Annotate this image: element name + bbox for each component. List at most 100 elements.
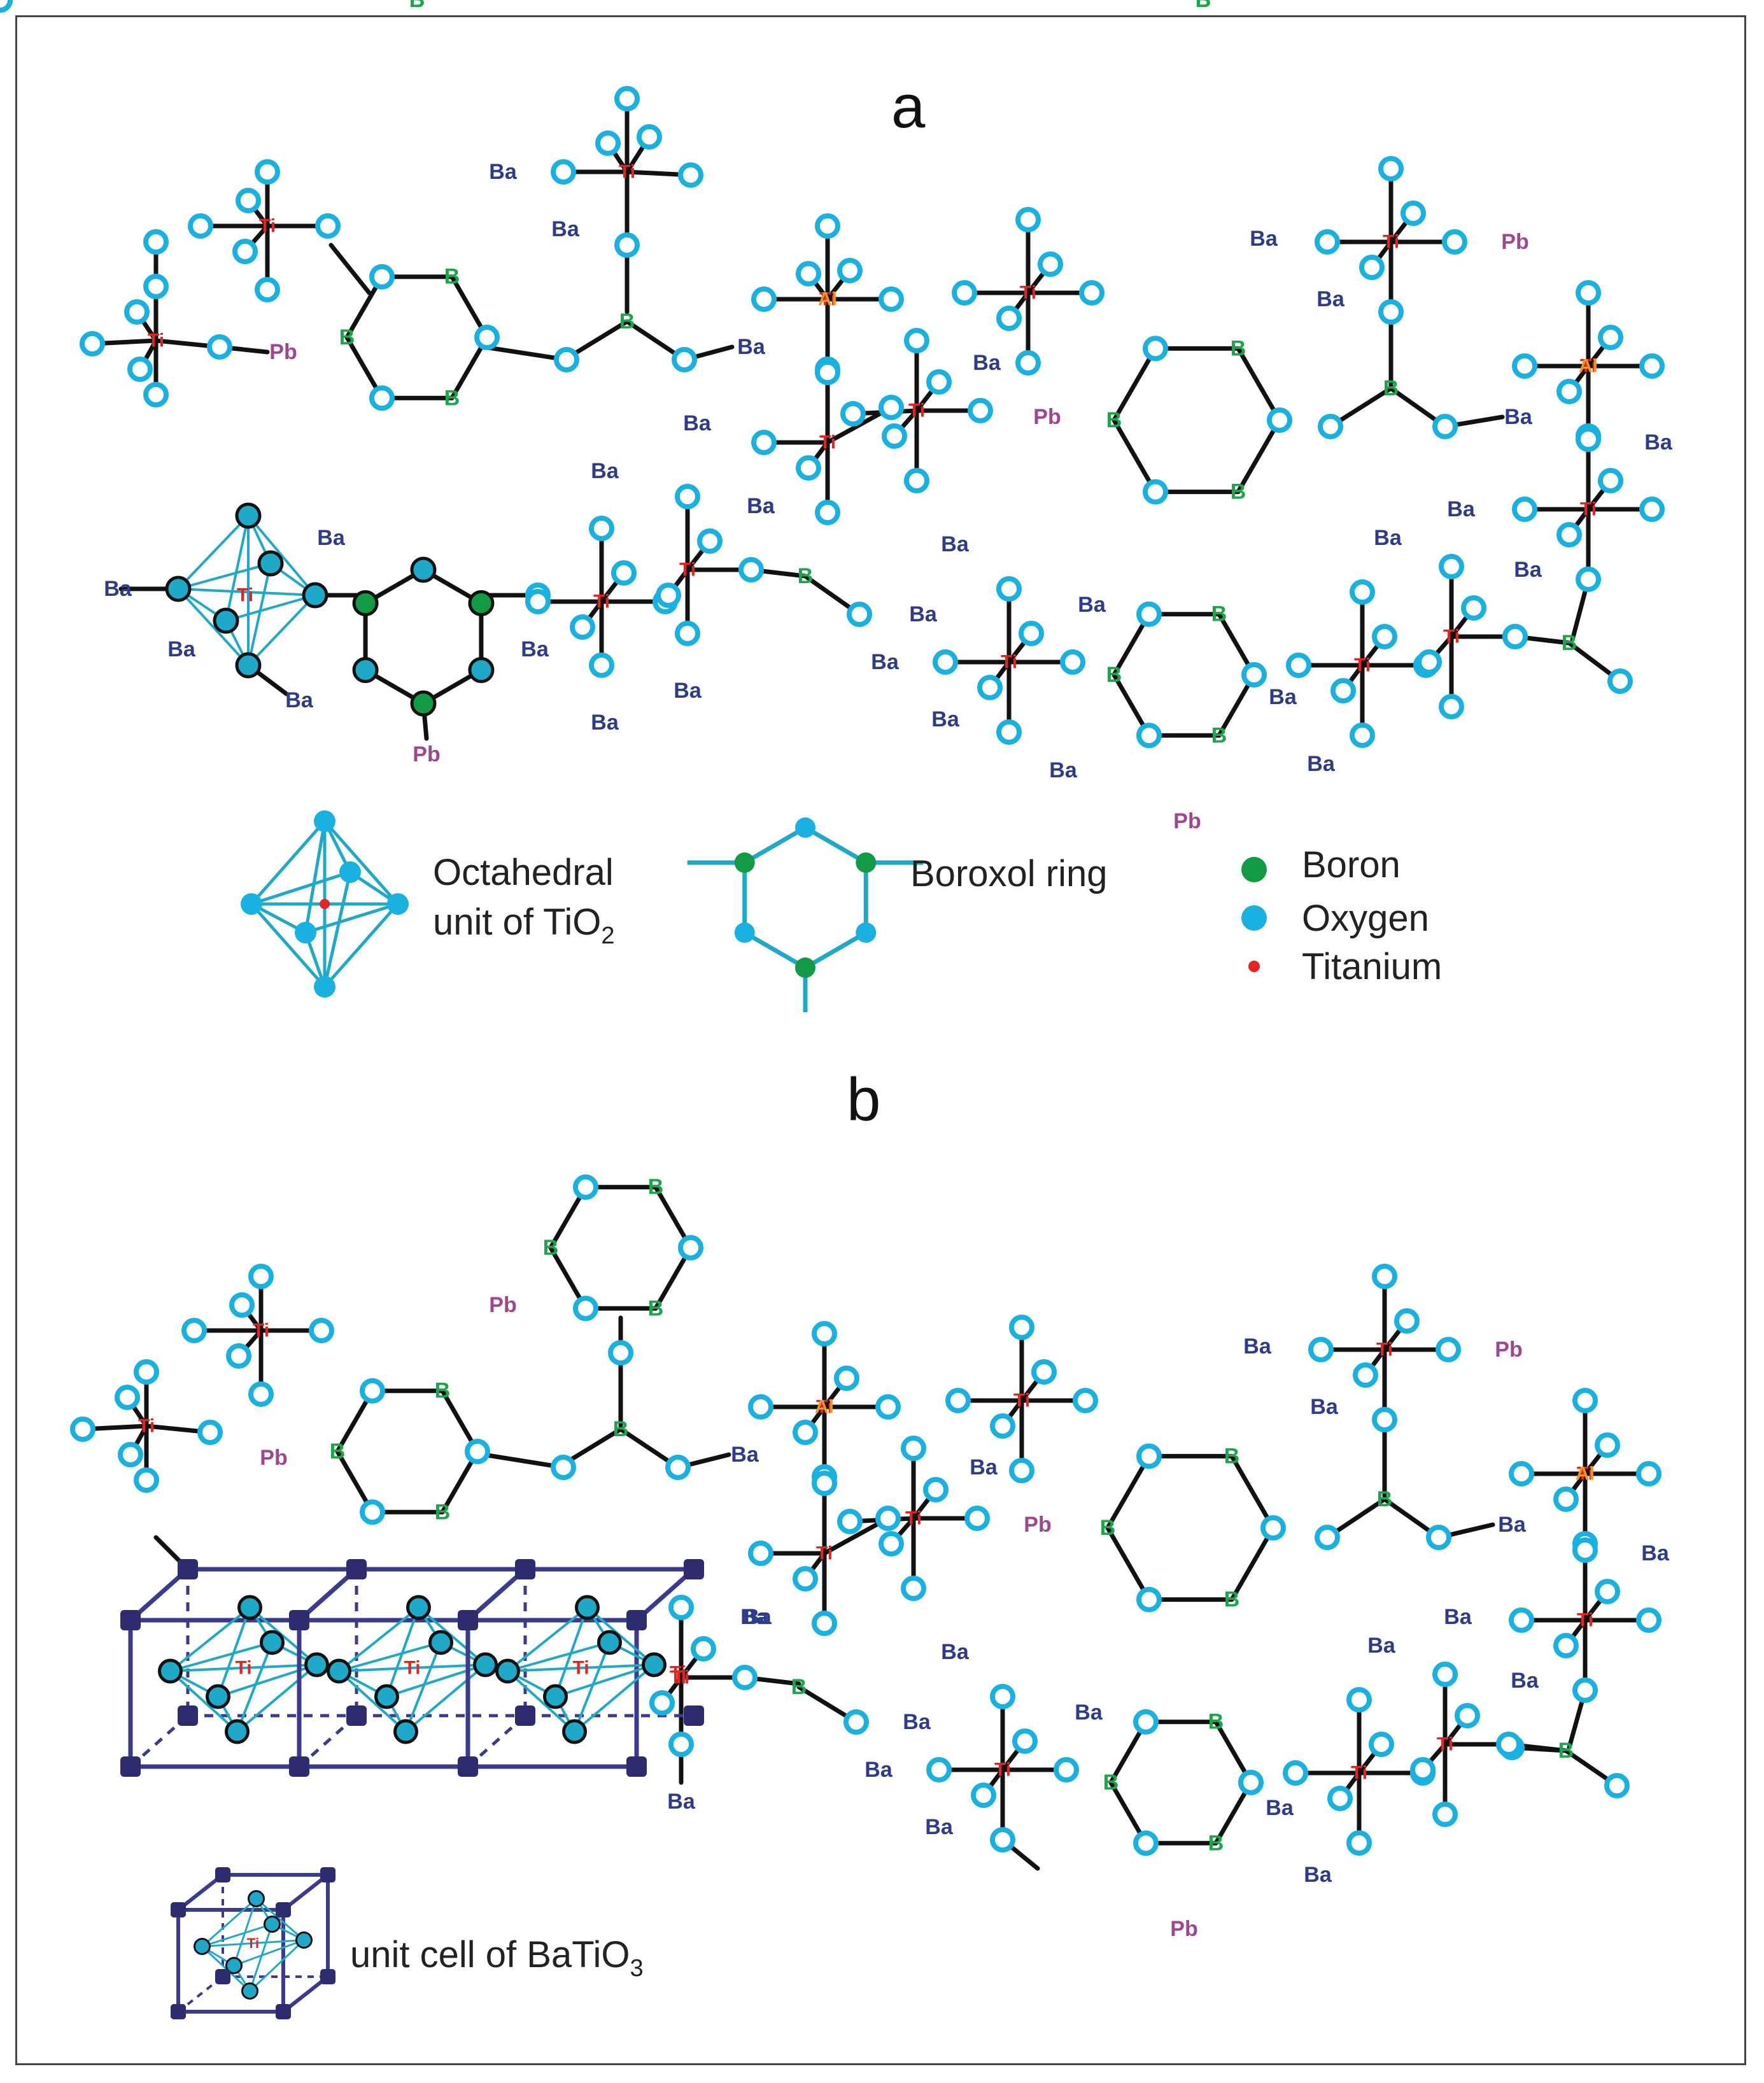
legend-boron-label: Boron (1302, 844, 1401, 886)
oxygen-atom (1369, 1732, 1394, 1757)
oxygen-atom (241, 893, 262, 915)
titanium-atom: Ti (1437, 1734, 1453, 1755)
bond (1111, 346, 1158, 423)
barium-atom (515, 1559, 535, 1579)
oxygen-atom (360, 1499, 385, 1525)
oxygen-atom (748, 1394, 773, 1420)
oxygen-atom (1378, 299, 1404, 325)
octahedron-edge (169, 1606, 251, 1672)
atoms-layer: TiTiPbBBBBBBTiBaBaBBaTiAlTiBaBaTiBaPbTiB… (0, 0, 1673, 1941)
oxygen-atom (387, 893, 409, 915)
boron-atom: B (409, 0, 425, 12)
oxygen-atom (996, 576, 1022, 602)
oxygen-atom (856, 922, 877, 943)
oxygen-atom (1556, 522, 1582, 547)
legend-octahedral-line2: unit of TiO2 (433, 901, 614, 949)
oxygen-atom (248, 1381, 274, 1407)
barium-atom: Ba (1641, 1541, 1670, 1565)
bond (328, 243, 372, 295)
barium-atom: Ba (871, 650, 900, 674)
lead-atom: Pb (1495, 1338, 1522, 1362)
titanium-atom: Ti (670, 1667, 686, 1688)
oxygen-atom (127, 357, 153, 382)
oxygen-atom (1133, 1709, 1159, 1735)
barium-atom: Ba (489, 160, 518, 184)
oxygen-atom (1372, 1407, 1397, 1432)
ring-bond (804, 930, 868, 970)
oxygen-atom (352, 657, 379, 683)
octahedron-edge (507, 1663, 654, 1672)
oxygen-atom (1509, 1607, 1534, 1633)
oxygen-atom (875, 1506, 901, 1531)
barium-atom (458, 1756, 478, 1777)
cell-edge-hidden (467, 1714, 526, 1768)
oxygen-atom (614, 232, 640, 258)
oxygen-atom (1598, 468, 1623, 493)
oxygen-atom (878, 286, 904, 312)
oxygen-atom (1639, 497, 1665, 522)
octahedron-edge (177, 588, 250, 667)
oxygen-atom (875, 1394, 901, 1420)
oxygen-atom (796, 455, 821, 481)
oxygen-atom (1009, 1458, 1034, 1483)
oxygen-atom (165, 575, 192, 602)
octahedron-edge (418, 1606, 486, 1666)
boron-atom (410, 690, 437, 717)
oxygen-atom (751, 430, 777, 455)
octahedron-edge (177, 514, 250, 590)
oxygen-atom (675, 621, 700, 646)
oxygen-atom (1318, 414, 1343, 439)
barium-atom: Ba (1266, 1796, 1294, 1820)
boron-atom: B (1196, 0, 1211, 12)
octahedron-edge (236, 1642, 274, 1732)
oxygen-atom (237, 1595, 262, 1620)
panel-label-b: b (847, 1066, 880, 1134)
oxygen-atom (608, 1340, 633, 1366)
oxygen-atom (1556, 379, 1582, 404)
oxygen-atom (570, 614, 595, 640)
oxygen-atom (1136, 1586, 1162, 1613)
oxygen-atom (812, 1321, 837, 1346)
octahedron-edge (250, 903, 326, 988)
oxygen-atom (158, 1658, 183, 1684)
tio2-octahedron (165, 502, 328, 679)
oxygen-atom (990, 1827, 1015, 1853)
titanium-atom: Ti (819, 289, 836, 310)
titanium-atom: Ti (994, 1760, 1011, 1781)
oxygen-atom (996, 719, 1022, 745)
octahedron-edge (339, 1663, 486, 1672)
oxygen-atom (1327, 1786, 1353, 1811)
octahedron-edge (247, 563, 272, 666)
oxygen-atom (1572, 1677, 1598, 1703)
barium-atom (215, 1969, 230, 1984)
octahedron-edge (586, 1606, 655, 1666)
oxygen-atom (589, 653, 614, 678)
barium-atom: Ba (737, 335, 766, 359)
cell-edge (177, 1873, 224, 1912)
oxygen-atom (393, 1719, 418, 1744)
barium-atom (458, 1610, 478, 1630)
barium-atom: Ba (1250, 227, 1278, 251)
oxygen-atom (226, 1343, 251, 1369)
oxygen-atom (1136, 1443, 1162, 1469)
boron-atom: B (1106, 663, 1122, 687)
oxygen-atom (878, 395, 904, 420)
oxygen-atom (796, 261, 821, 286)
oxygen-atom (1410, 1757, 1436, 1783)
oxygen-atom (143, 274, 169, 299)
barium-atom: Ba (674, 679, 702, 703)
oxygen-atom (878, 1531, 904, 1557)
titanium-atom: Ti (148, 330, 164, 351)
oxygen-atom (327, 1658, 351, 1684)
oxygen-atom (996, 306, 1022, 331)
oxygen-atom (990, 1413, 1015, 1439)
oxygen-atom (314, 976, 335, 998)
cell-edge (282, 1873, 329, 1912)
boron-atom: B (330, 1439, 346, 1464)
oxygen-atom (143, 382, 169, 407)
oxygen-atom (309, 1318, 334, 1343)
oxygen-atom (611, 560, 637, 586)
lead-atom: Pb (489, 1293, 516, 1317)
barium-atom: Ba (1644, 430, 1673, 455)
panel-label-a: a (891, 73, 926, 141)
